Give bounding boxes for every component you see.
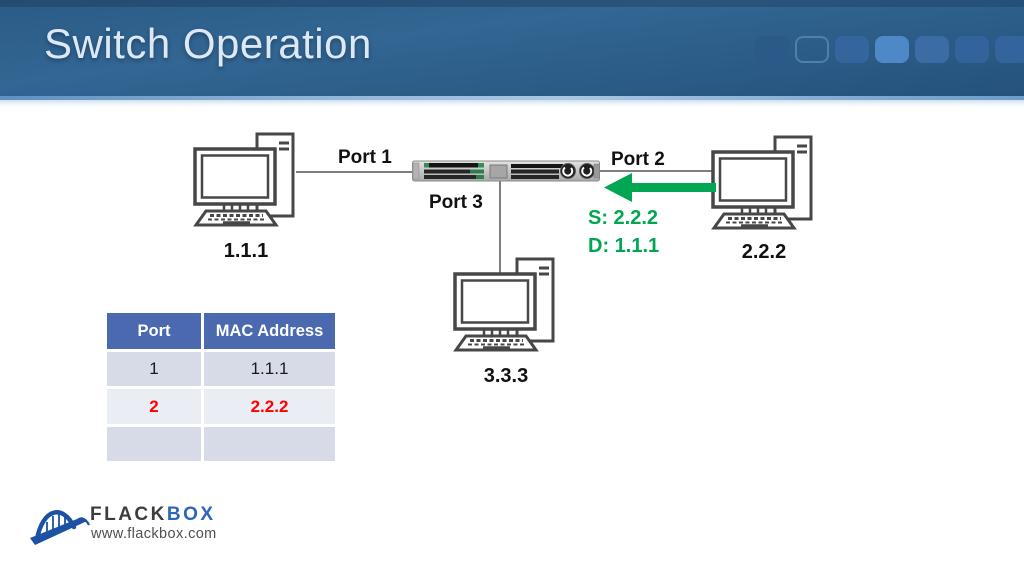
port3-label: Port 3: [429, 192, 483, 213]
table-cell-port: 2: [107, 389, 201, 424]
port2-label: Port 2: [611, 149, 665, 170]
deco-square: [835, 36, 869, 63]
port1-label: Port 1: [338, 147, 392, 168]
packet-arrow-icon: [604, 173, 716, 202]
device-label-pc2: 2.2.2: [741, 241, 787, 263]
header-decoration-squares: [755, 36, 1024, 63]
mac-address-table: Port MAC Address 1 1.1.1 2 2.2.2: [107, 313, 335, 461]
computer-icon-pc3: [453, 253, 559, 353]
header-accent-strip: [0, 96, 1024, 100]
table-cell-mac: 1.1.1: [204, 352, 335, 386]
page-title: Switch Operation: [44, 20, 372, 67]
table-cell-port: 1: [107, 352, 201, 386]
header-fade-strip: [0, 100, 1024, 108]
deco-square: [755, 36, 789, 63]
flackbox-url: www.flackbox.com: [91, 526, 217, 542]
deco-square: [915, 36, 949, 63]
link-pc2-switch: [599, 170, 717, 172]
deco-square: [995, 36, 1024, 63]
deco-square: [875, 36, 909, 63]
flackbox-wordmark: FLACKBOX: [90, 504, 216, 526]
link-pc3-switch: [499, 181, 501, 274]
switch-icon: [412, 160, 600, 182]
flackbox-bridge-icon: [30, 510, 90, 545]
brand-part1: FLACK: [90, 504, 167, 525]
device-label-pc3: 3.3.3: [483, 365, 529, 387]
slide-header: Switch Operation: [0, 0, 1024, 96]
table-cell-port: [107, 427, 201, 461]
link-pc1-switch: [296, 171, 413, 173]
table-header-port: Port: [107, 313, 201, 349]
packet-source-label: S: 2.2.2: [588, 207, 659, 229]
table-cell-mac: 2.2.2: [204, 389, 335, 424]
table-cell-mac: [204, 427, 335, 461]
deco-square: [795, 36, 829, 63]
brand-part2: BOX: [166, 504, 216, 525]
device-label-pc1: 1.1.1: [223, 240, 269, 262]
computer-icon-pc2: [711, 131, 817, 231]
table-header-mac: MAC Address: [204, 313, 335, 349]
computer-icon-pc1: [193, 128, 299, 228]
deco-square: [955, 36, 989, 63]
packet-destination-label: D: 1.1.1: [588, 235, 660, 257]
